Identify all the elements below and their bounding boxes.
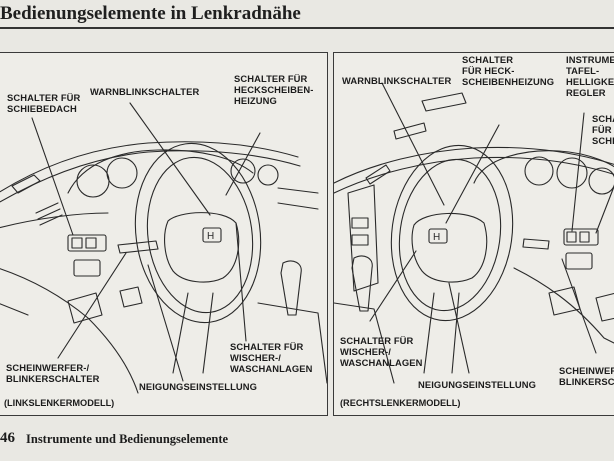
rhd-dashboard-illustration: H [334, 82, 614, 384]
label-sunroof-switch: SCHALTER FÜR SCHIEBEDACH [7, 92, 81, 114]
lhd-dashboard-illustration: H [0, 102, 327, 394]
label-rear-defroster-switch: SCHALTER FÜR HECKSCHEIBEN- HEIZUNG [234, 73, 314, 106]
footer-section-title: Instrumente und Bedienungselemente [26, 432, 229, 446]
label-wiper-switch: SCHALTER FÜR WISCHER-/ WASCHANLAGEN [230, 341, 313, 374]
label-tilt-adjustment: NEIGUNGSEINSTELLUNG [139, 381, 258, 392]
label-headlight-turn-switch: SCHEINWERFER-/ BLINKERSCHALTER [6, 362, 100, 384]
label-instrument-brightness: INSTRUME TAFEL- HELLIGKEI REGLER [566, 54, 614, 98]
caption-lhd-model: (LINKSLENKERMODELL) [4, 398, 115, 408]
rhd-diagram-panel: H WARNBLINKSCHALTER SCHALTER FÜR HECK- S… [333, 52, 614, 416]
title-rule [0, 27, 614, 29]
svg-text:H: H [207, 231, 214, 242]
label-headlight-turn-switch-rhd: SCHEINWER BLINKERSCH [559, 365, 614, 387]
caption-rhd-model: (RECHTSLENKERMODELL) [340, 398, 461, 408]
label-rear-defroster-switch-rhd: SCHALTER FÜR HECK- SCHEIBENHEIZUNG [462, 54, 555, 87]
lhd-diagram-panel: H SCHALTER FÜR SCHIEBEDACH WARNBLINKSCHA… [0, 52, 328, 416]
label-hazard-switch-rhd: WARNBLINKSCHALTER [342, 75, 452, 86]
label-tilt-adjustment-rhd: NEIGUNGSEINSTELLUNG [418, 379, 537, 390]
svg-text:H: H [433, 232, 440, 243]
label-wiper-switch-rhd: SCHALTER FÜR WISCHER-/ WASCHANLAGEN [340, 335, 423, 368]
page-title: Bedienungselemente in Lenkradnähe [0, 3, 301, 24]
label-hazard-switch: WARNBLINKSCHALTER [90, 86, 200, 97]
page-number: 46 [0, 430, 15, 446]
label-switch-cut: SCHA FÜR SCHI [592, 113, 614, 146]
